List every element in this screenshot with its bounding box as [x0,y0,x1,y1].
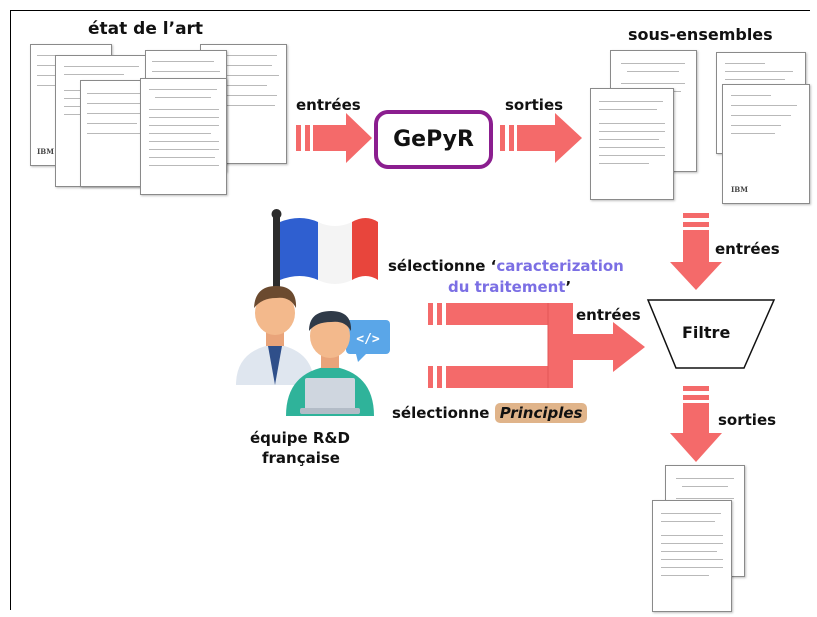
team-label-line1: équipe R&D [250,429,350,447]
principles-badge: Principles [494,403,588,423]
select-treatment-label: sélectionne ‘caracterization [388,257,624,275]
select-principles-prefix: sélectionne [392,404,490,422]
gepyr-process-box: GePyR [374,110,493,169]
paper-thumbnail [140,78,227,195]
team-label-line2: française [262,449,340,467]
funnel-filter-icon [646,299,776,369]
paper-thumbnail [652,500,732,612]
frame-left-border [10,10,11,610]
inputs-label-left: entrées [296,96,361,114]
inputs-label-middle: entrées [576,306,641,324]
state-of-art-label: état de l’art [88,19,204,39]
frame-top-border [10,10,810,11]
gepyr-label: GePyR [393,127,474,152]
arrow-down-icon [670,213,722,290]
arrow-right-icon [296,113,372,163]
paper-thumbnail [590,88,674,200]
select-treatment-suffix: ’ [565,278,572,296]
select-principles-label: sélectionne Principles [392,403,588,423]
outputs-label-top: sorties [505,96,564,114]
inputs-label-right: entrées [715,240,780,258]
paper-thumbnail: IBM [722,84,810,204]
code-bubble-icon: </> [346,320,390,362]
team-people-icon [236,286,374,416]
select-treatment-prefix: sélectionne ‘ [388,257,497,275]
svg-text:</>: </> [356,332,380,347]
merge-arrow-icon [428,303,645,388]
subsets-label: sous-ensembles [628,25,773,44]
outputs-label-bottom: sorties [718,411,777,429]
flag-france-icon [271,209,378,340]
select-treatment-label-line2: du traitement’ [448,278,571,296]
select-treatment-keyword-line2: du traitement [448,278,566,296]
select-treatment-keyword-line1: caracterization [496,257,624,275]
filter-label: Filtre [682,323,731,342]
arrow-down-icon [670,386,722,462]
arrow-right-icon [500,113,582,163]
